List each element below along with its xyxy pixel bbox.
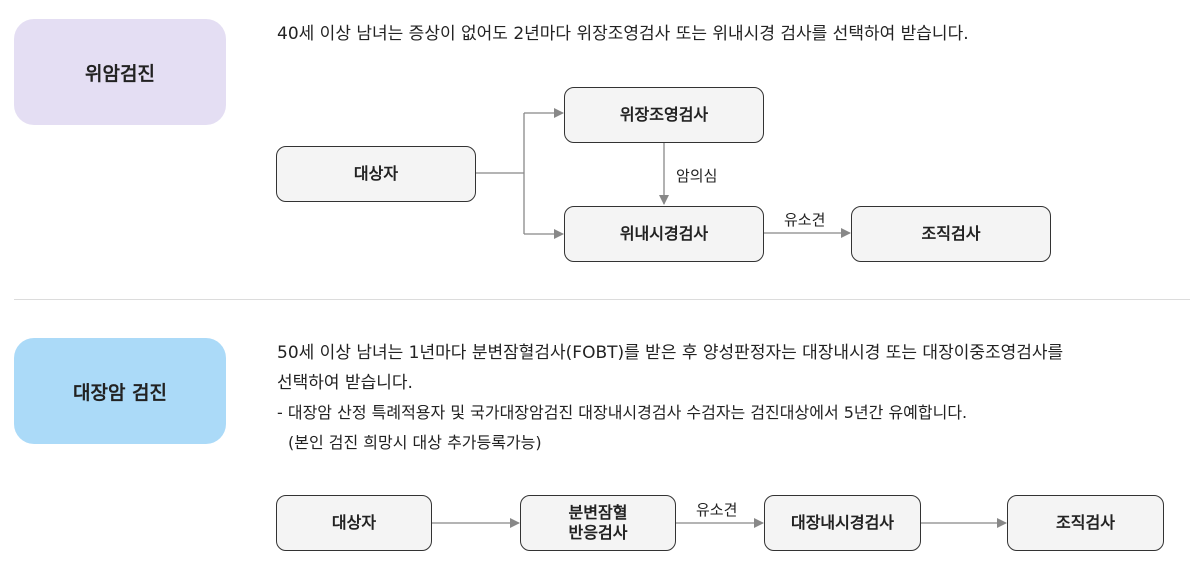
gastric-finding-label: 유소견 bbox=[784, 211, 826, 229]
gastric-endoscopy-box: 위내시경검사 bbox=[564, 206, 764, 262]
colorectal-note-line1: - 대장암 산정 특례적용자 및 국가대장암검진 대장내시경검사 수검자는 검진… bbox=[277, 403, 968, 422]
gastric-subject-box: 대상자 bbox=[276, 146, 476, 202]
colorectal-description-line2: 선택하여 받습니다. bbox=[277, 373, 413, 393]
gastric-biopsy-label: 조직검사 bbox=[921, 224, 981, 243]
fobt-box: 분변잠혈 반응검사 bbox=[520, 495, 676, 551]
colorectal-note-line2: (본인 검진 희망시 대상 추가등록가능) bbox=[288, 433, 542, 452]
upper-gi-series-box: 위장조영검사 bbox=[564, 87, 764, 143]
gastric-cancer-tag: 위암검진 bbox=[14, 19, 226, 125]
colorectal-cancer-tag-label: 대장암 검진 bbox=[72, 381, 167, 404]
gastric-subject-label: 대상자 bbox=[353, 164, 399, 183]
section-divider bbox=[14, 299, 1190, 300]
colorectal-description-line1: 50세 이상 남녀는 1년마다 분변잠혈검사(FOBT)를 받은 후 양성판정자… bbox=[277, 343, 1064, 363]
fobt-label-line2: 반응검사 bbox=[568, 523, 628, 542]
upper-gi-series-label: 위장조영검사 bbox=[619, 105, 709, 124]
colonoscopy-label: 대장내시경검사 bbox=[790, 513, 895, 532]
gastric-cancer-tag-label: 위암검진 bbox=[85, 62, 155, 85]
colorectal-biopsy-label: 조직검사 bbox=[1056, 513, 1115, 532]
suspect-cancer-label: 암의심 bbox=[676, 167, 718, 185]
fobt-label-line1: 분변잠혈 bbox=[568, 503, 628, 522]
colorectal-subject-label: 대상자 bbox=[331, 513, 377, 532]
gastric-endoscopy-label: 위내시경검사 bbox=[619, 224, 709, 243]
gastric-description: 40세 이상 남녀는 증상이 없어도 2년마다 위장조영검사 또는 위내시경 검… bbox=[277, 24, 969, 44]
colorectal-cancer-tag: 대장암 검진 bbox=[14, 338, 226, 444]
gastric-biopsy-box: 조직검사 bbox=[851, 206, 1051, 262]
colonoscopy-box: 대장내시경검사 bbox=[764, 495, 921, 551]
colorectal-description: 50세 이상 남녀는 1년마다 분변잠혈검사(FOBT)를 받은 후 양성판정자… bbox=[277, 338, 1063, 458]
colorectal-biopsy-box: 조직검사 bbox=[1007, 495, 1164, 551]
colorectal-finding-label: 유소견 bbox=[696, 501, 738, 519]
colorectal-subject-box: 대상자 bbox=[276, 495, 432, 551]
